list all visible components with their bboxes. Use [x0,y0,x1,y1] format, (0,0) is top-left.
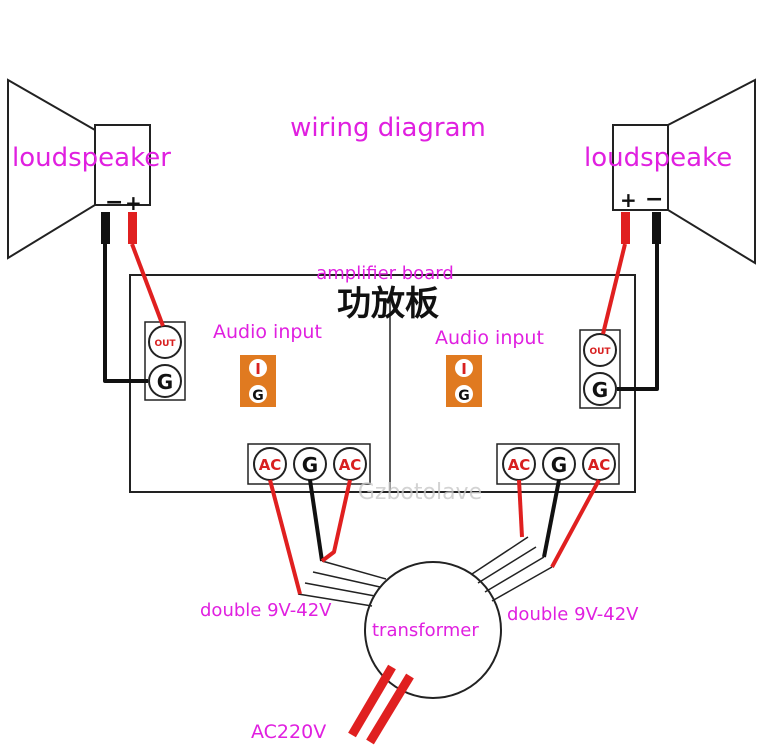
diagram-title: wiring diagram [290,113,486,143]
mains-label: AC220V [251,721,326,743]
right-i-pin-label: I [461,360,467,378]
watermark: Gzbotolave [358,480,482,505]
left-loudspeaker: − + [7,78,151,260]
power-wires [268,479,601,595]
left-g-wire [308,479,324,562]
right-speaker-plus: + [620,188,637,212]
transformer [297,536,553,745]
right-audio-g-pin-label: G [458,388,470,404]
right-audio-input-label: Audio input [435,327,544,349]
transformer-label: transformer [372,620,479,641]
right-speaker-red-wire [601,243,627,335]
left-audio-input-label: Audio input [213,321,322,343]
board-label-cn: 功放板 [337,284,439,324]
left-power-terminal: AC G AC [247,443,371,485]
left-out-pin-label: OUT [154,339,176,349]
right-power-g-pin-label: G [551,453,567,477]
right-power-terminal: AC G AC [496,443,620,485]
left-speaker-minus: − [105,190,123,215]
left-audio-input-connector: I G [240,355,276,407]
right-ac2-pin-label: AC [588,456,611,474]
left-power-g-pin-label: G [302,453,318,477]
left-winding-bundle [297,560,387,607]
right-ac2-wire [550,479,601,568]
left-ac1-pin-label: AC [259,456,282,474]
right-out-pin-label: OUT [589,347,611,357]
right-ac1-pin-label: AC [508,456,531,474]
right-speaker-black-wire [617,244,659,391]
right-g-wire [542,479,561,558]
left-ac2-pin-label: AC [339,456,362,474]
left-speaker-black-wire [103,244,148,383]
left-speaker-red-wire [130,243,165,327]
right-winding-bundle [471,536,553,602]
right-audio-input-connector: I G [446,355,482,407]
speaker-wires [103,243,659,391]
left-i-pin-label: I [255,360,261,378]
left-ac1-wire [268,479,302,595]
board-label-en: amplifier board [316,263,454,284]
right-loudspeaker: + − [612,78,756,265]
mains-lead-1 [348,664,396,738]
right-speaker-plus-terminal [621,212,630,244]
right-speaker-minus: − [645,187,663,212]
mains-lead-2 [366,673,414,745]
right-winding-label: double 9V-42V [507,604,639,625]
left-winding-label: double 9V-42V [200,600,332,621]
left-ac2-wire [320,479,352,563]
left-audio-g-pin-label: G [252,388,264,404]
right-output-terminal: OUT G [579,329,621,409]
left-speaker-plus: + [125,191,142,215]
left-speaker-plus-terminal [128,212,137,244]
right-ac1-wire [517,479,524,538]
left-output-terminal: OUT G [144,321,186,401]
right-loudspeaker-label: loudspeake [584,143,732,173]
left-g-pin-label: G [157,370,173,394]
right-g-pin-label: G [592,378,608,402]
left-loudspeaker-label: loudspeaker [12,143,171,173]
right-speaker-minus-terminal [652,212,661,244]
left-speaker-minus-terminal [101,212,110,244]
